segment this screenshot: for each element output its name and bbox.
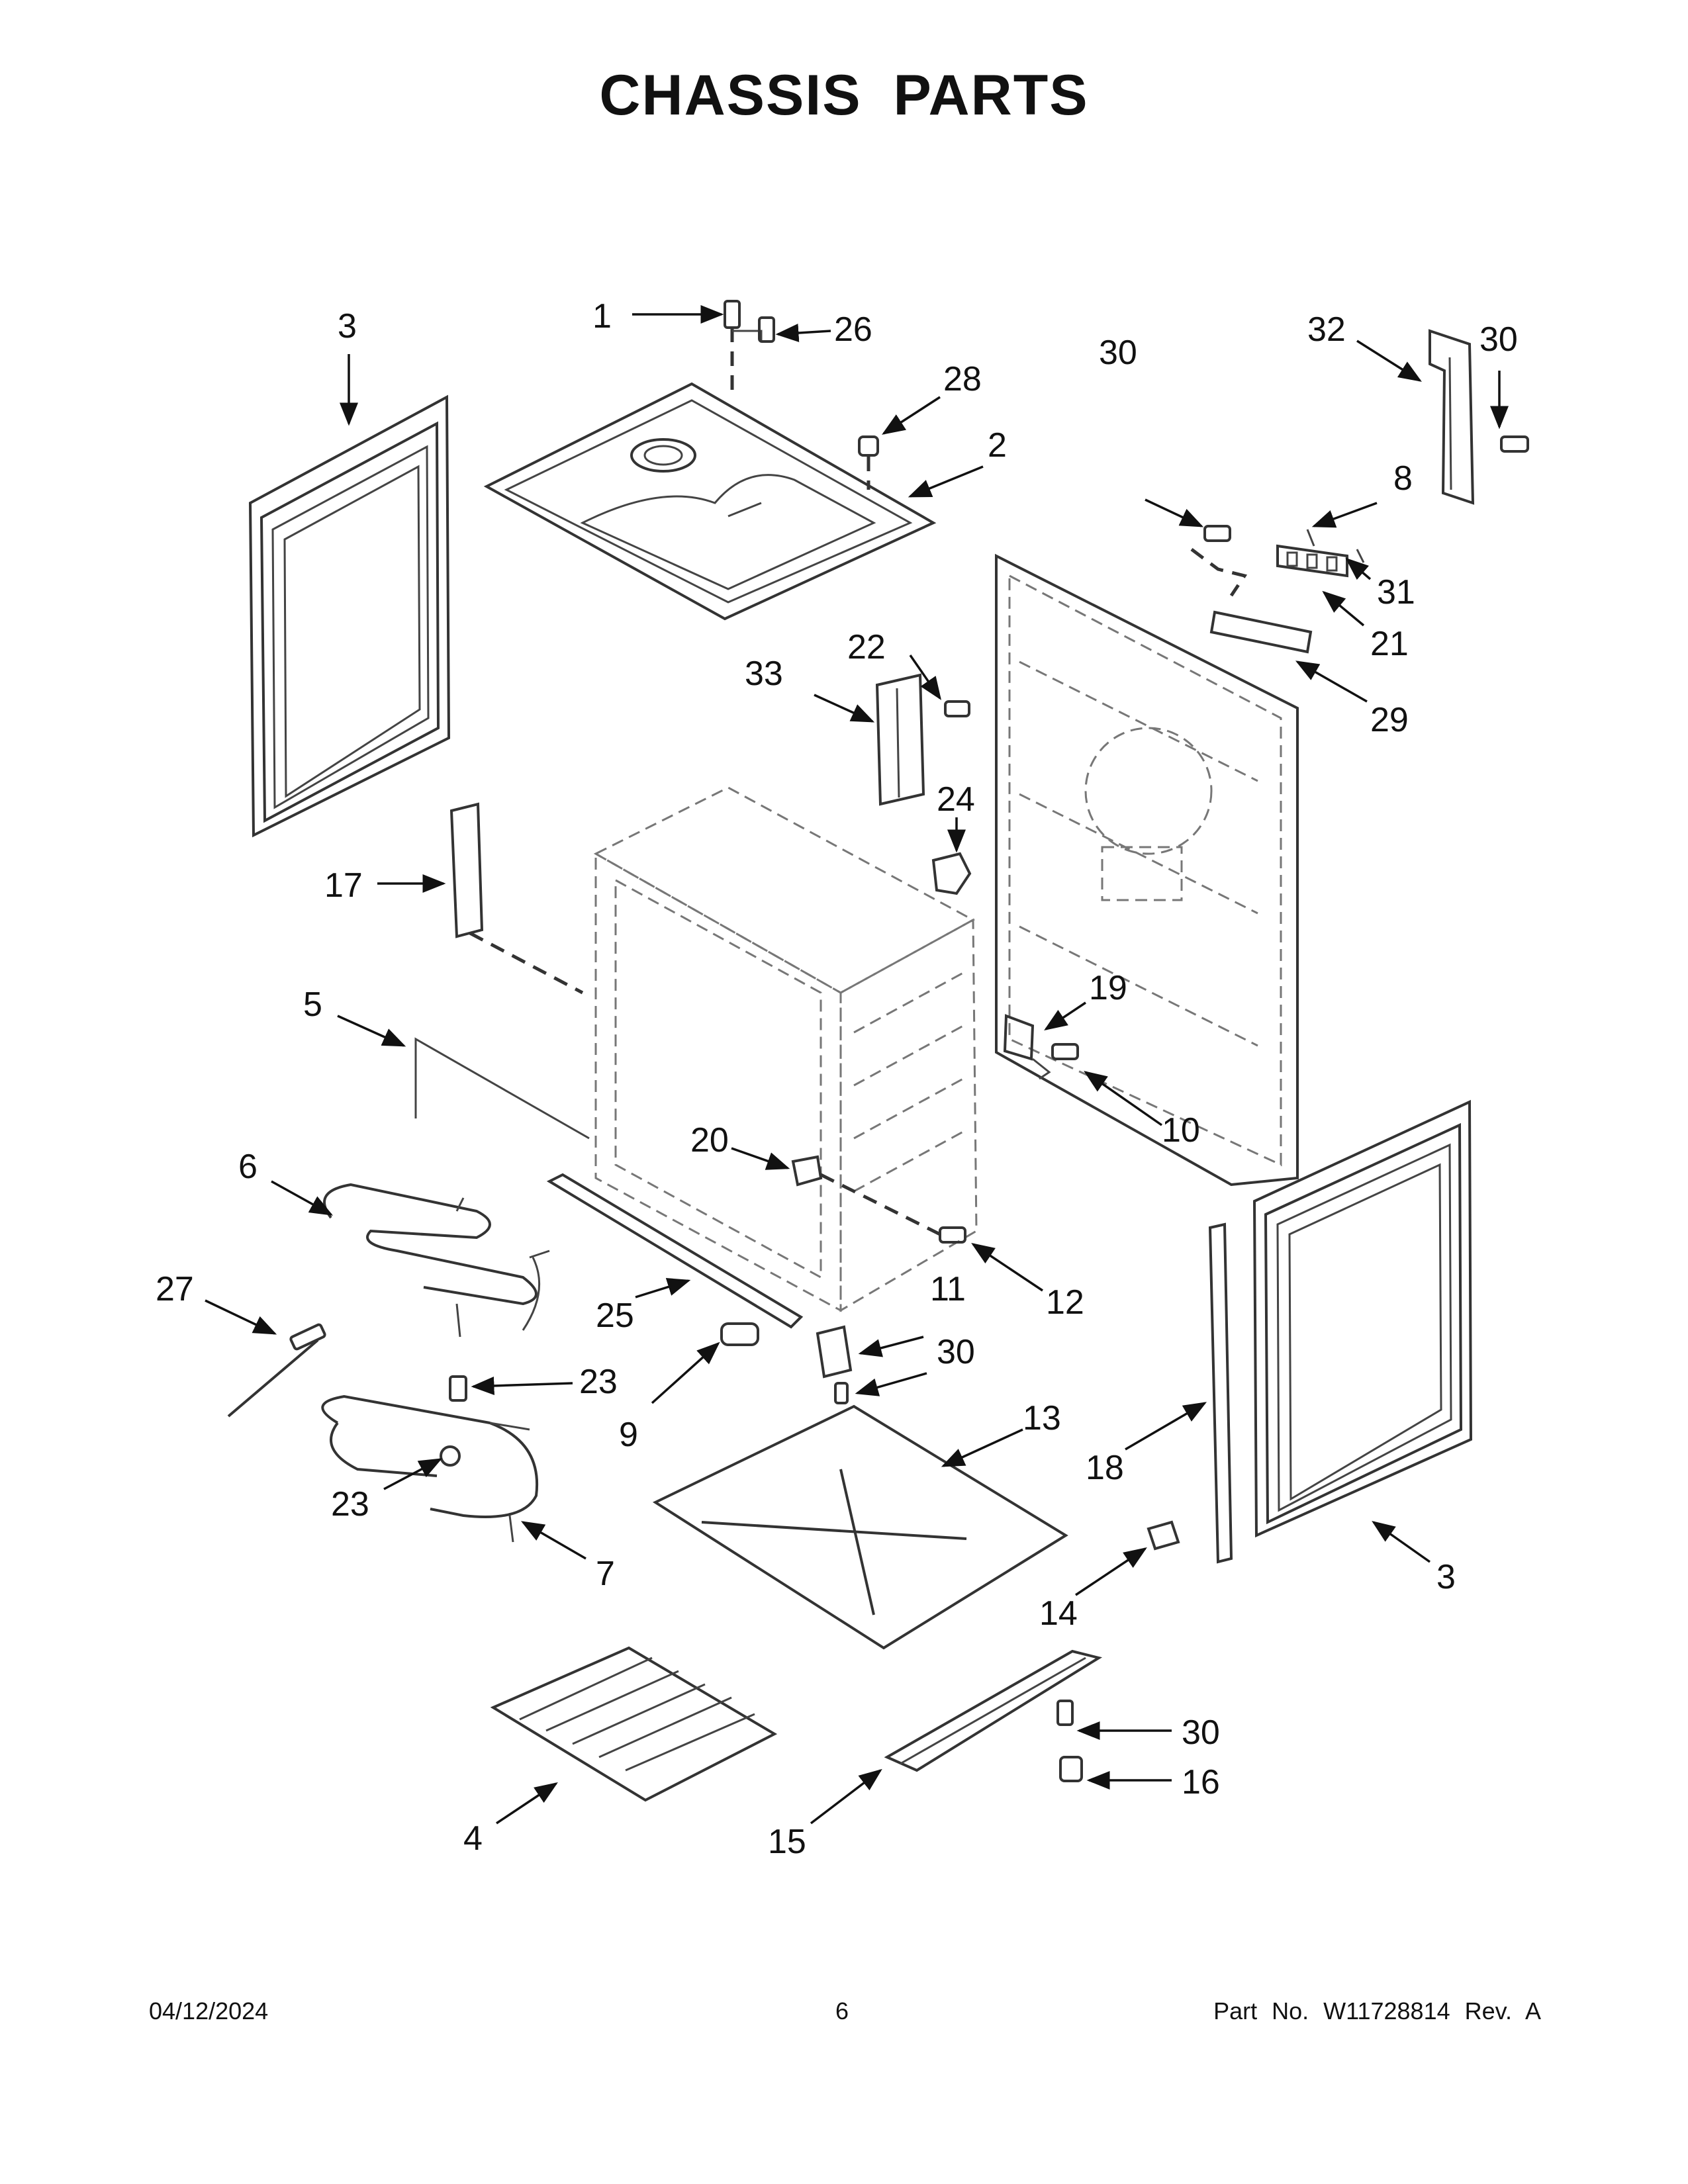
leader-arrows	[205, 305, 1509, 1825]
bottom-panel-13	[652, 1404, 1068, 1650]
screw-30b	[1190, 525, 1248, 597]
rear-panel	[995, 553, 1299, 1187]
callout-30-mid: 30	[937, 1333, 975, 1371]
callout-28: 28	[943, 360, 982, 398]
insulation-5	[414, 1037, 590, 1140]
screw-9	[720, 1322, 759, 1346]
clip-28	[858, 435, 879, 490]
callout-1: 1	[592, 297, 612, 336]
callout-33: 33	[745, 655, 783, 693]
leveling-rail-15	[884, 1649, 1103, 1772]
callout-30-top: 30	[1479, 320, 1518, 359]
callout-11: 11	[930, 1270, 966, 1308]
screw-23a	[449, 1375, 467, 1402]
callout-27: 27	[156, 1270, 194, 1308]
callout-7: 7	[596, 1555, 615, 1593]
callout-8: 8	[1393, 459, 1413, 498]
callout-23-lower: 23	[331, 1485, 369, 1524]
clip-14	[1147, 1520, 1180, 1551]
stud	[724, 300, 763, 390]
hinge-receptacle-17	[449, 802, 584, 995]
wire-cover-33	[875, 673, 970, 806]
page-title: CHASSIS PARTS	[599, 64, 1089, 127]
callout-4: 4	[463, 1819, 483, 1858]
plug-24	[931, 852, 972, 895]
footer-date: 04/12/2024	[149, 1997, 269, 2025]
sensor-27	[227, 1323, 326, 1418]
footer-part-number: Part No. W11728814 Rev. A	[1213, 1997, 1541, 2025]
callout-23-upper: 23	[579, 1363, 618, 1401]
callout-25: 25	[596, 1297, 634, 1335]
callout-20: 20	[690, 1121, 729, 1160]
callout-3-right: 3	[1436, 1558, 1456, 1596]
callout-18: 18	[1086, 1449, 1124, 1487]
callout-31: 31	[1377, 573, 1415, 612]
callout-24: 24	[937, 780, 975, 819]
callout-labels: 1 26 28 2 3 32 30 30 8 31 21 29 22 33 24…	[156, 297, 1518, 1861]
callout-29: 29	[1370, 701, 1409, 739]
callout-6: 6	[238, 1148, 258, 1186]
hinge-11	[816, 1325, 853, 1404]
side-panel-left	[248, 394, 451, 838]
rail-25	[546, 1173, 804, 1329]
top-panel	[483, 382, 937, 621]
bake-element-7	[321, 1394, 539, 1543]
callout-32: 32	[1307, 310, 1346, 349]
oven-rack-4	[490, 1646, 778, 1802]
terminal-block-21	[1276, 529, 1365, 578]
callout-13: 13	[1023, 1399, 1061, 1437]
bracket-29	[1209, 610, 1313, 654]
broil-element-6	[323, 1183, 550, 1338]
callout-14: 14	[1039, 1594, 1078, 1633]
callout-9: 9	[619, 1416, 638, 1454]
callout-26: 26	[834, 310, 872, 349]
callout-19: 19	[1089, 969, 1127, 1007]
screw-30e	[1056, 1700, 1074, 1726]
clip-20	[791, 1155, 941, 1236]
oven-cavity	[593, 786, 978, 1312]
callout-30-upper: 30	[1099, 334, 1137, 372]
callout-2: 2	[988, 426, 1007, 465]
callout-12: 12	[1046, 1283, 1084, 1322]
callout-30-bottom: 30	[1182, 1713, 1220, 1752]
screw-23b	[440, 1445, 461, 1467]
footer-page-number: 6	[835, 1997, 849, 2025]
callout-15: 15	[768, 1823, 806, 1861]
side-panel-right	[1252, 1099, 1473, 1538]
screw-30a	[1500, 435, 1529, 453]
leveling-leg-16	[1059, 1756, 1083, 1782]
callout-10: 10	[1162, 1111, 1200, 1150]
callout-21: 21	[1370, 625, 1409, 663]
callout-22: 22	[847, 628, 886, 666]
callout-3-left: 3	[338, 307, 357, 345]
screw-26	[758, 316, 775, 343]
trim-18	[1208, 1222, 1233, 1564]
bracket-32	[1429, 329, 1475, 505]
callout-17: 17	[324, 866, 363, 905]
bracket-19	[1003, 1014, 1079, 1080]
callout-5: 5	[303, 985, 322, 1024]
callout-16: 16	[1182, 1763, 1220, 1801]
screw-12	[939, 1226, 966, 1244]
